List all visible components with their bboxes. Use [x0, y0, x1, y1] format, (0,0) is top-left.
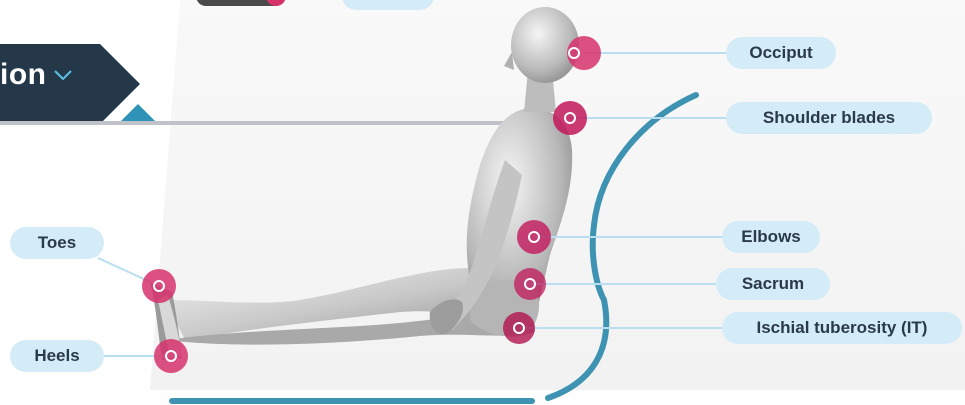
label-elbows: Elbows — [722, 221, 820, 253]
label-shoulder-blades: Shoulder blades — [726, 102, 932, 134]
top-label-clipped — [342, 0, 434, 10]
section-tab-title: ion — [0, 58, 47, 92]
chevron-down-icon[interactable] — [52, 64, 74, 86]
label-ischial-tuberosity: Ischial tuberosity (IT) — [722, 312, 962, 344]
label-sacrum: Sacrum — [716, 268, 830, 300]
label-heels: Heels — [10, 340, 104, 372]
label-occiput: Occiput — [726, 37, 836, 69]
pressure-point-occiput — [567, 36, 601, 70]
pressure-point-sacrum — [514, 268, 546, 300]
pressure-point-ischial-tuberosity — [503, 312, 535, 344]
label-toes: Toes — [10, 227, 104, 259]
pressure-point-elbows — [517, 220, 551, 254]
pressure-point-heels — [154, 339, 188, 373]
pressure-point-shoulder-blades — [553, 101, 587, 135]
pressure-point-toes — [142, 269, 176, 303]
divider-line — [0, 121, 520, 125]
